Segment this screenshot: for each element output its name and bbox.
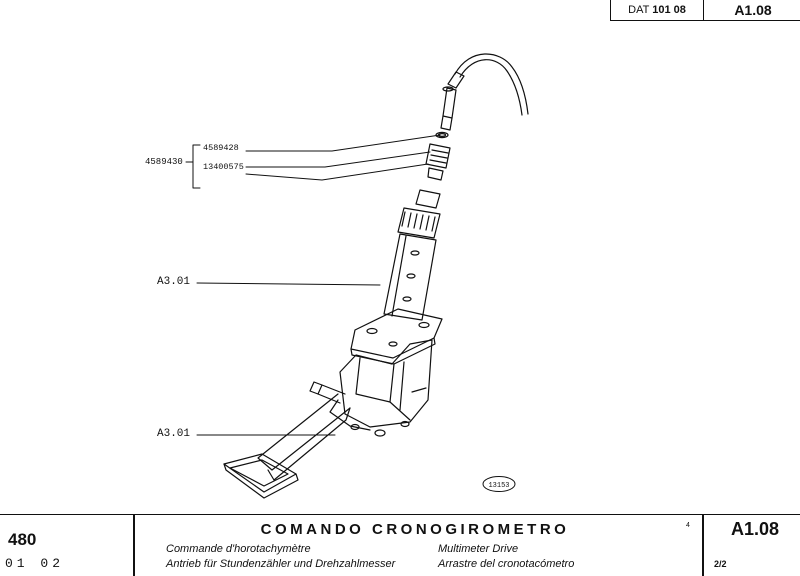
pickup-arm xyxy=(223,393,351,499)
figure-number-oval xyxy=(482,476,516,492)
threaded-fitting xyxy=(425,143,451,181)
ref-label-1: A3.01 xyxy=(157,276,190,288)
figure-number: 13153 xyxy=(488,482,509,490)
side-stud xyxy=(309,381,346,404)
page-number: 2/2 xyxy=(714,559,727,569)
title-block: 480 01 02 COMANDO CRONOGIROMETRO Command… xyxy=(0,514,800,576)
dat-number: 101 08 xyxy=(652,4,686,16)
title-german: Antrieb für Stundenzähler und Drehzahlme… xyxy=(166,558,396,570)
pinion-gear xyxy=(397,189,441,239)
title-spanish: Arrastre del cronotacómetro xyxy=(438,558,575,570)
model-number: 480 xyxy=(8,530,37,549)
divider xyxy=(133,515,135,576)
group-number: 4589430 xyxy=(145,157,183,167)
part-number-2: 13400575 xyxy=(203,162,244,172)
drive-tube xyxy=(383,233,437,321)
header-table-code: A1.08 xyxy=(734,2,772,18)
revision-mark: 4 xyxy=(686,522,690,529)
cable-sleeve xyxy=(440,86,457,131)
section-code: 01 02 xyxy=(5,556,65,571)
ref-label-2: A3.01 xyxy=(157,428,190,440)
flexible-cable xyxy=(447,53,529,116)
mounting-flange xyxy=(350,308,443,365)
drive-housing xyxy=(329,339,433,437)
header-reference-box: DAT 101 08 A1.08 xyxy=(610,0,800,21)
dat-prefix: DAT xyxy=(628,4,650,16)
title-english: Multimeter Drive xyxy=(438,543,519,555)
part-number-1: 4589428 xyxy=(203,143,239,153)
dat-reference: DAT 101 08 xyxy=(611,0,704,20)
group-bracket xyxy=(185,144,201,189)
page-title: COMANDO CRONOGIROMETRO xyxy=(260,521,570,538)
footer-table-code: A1.08 xyxy=(730,519,780,539)
divider xyxy=(702,515,704,576)
exploded-view-drawing: 4589430 4589428 13400575 A3.01 A3.01 131… xyxy=(145,53,529,499)
leader-lines xyxy=(196,134,441,436)
title-french: Commande d'horotachymètre xyxy=(166,543,311,555)
